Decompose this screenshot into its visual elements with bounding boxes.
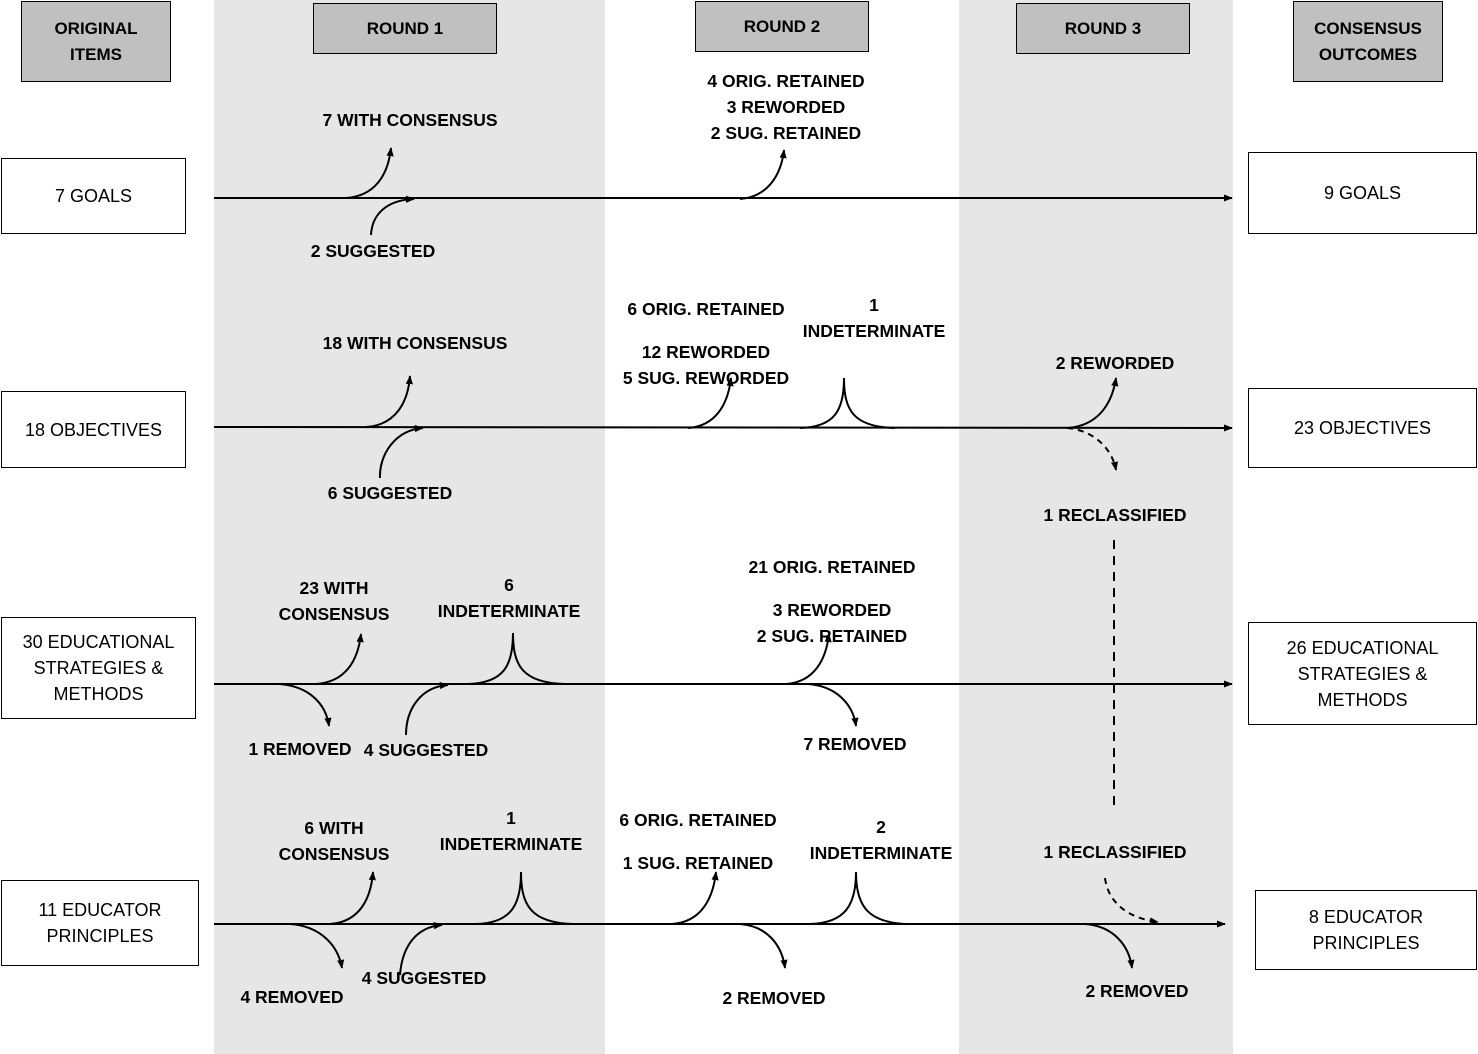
principles-r2-indeterminate-brace [809, 871, 909, 925]
principles-r1-consensus-label: 6 WITH CONSENSUS [278, 818, 390, 864]
outcome-goals: 9 GOALS [1248, 152, 1477, 234]
objectives-flow-line [213, 424, 1233, 432]
header-round-3: ROUND 3 [1016, 3, 1190, 54]
goals-r1-consensus-label: 7 WITH CONSENSUS [322, 110, 498, 130]
principles-r2-orig-label: 6 ORIG. RETAINED [619, 810, 777, 830]
header-original-items: ORIGINAL ITEMS [21, 1, 171, 82]
source-strategies: 30 EDUCATIONAL STRATEGIES & METHODS [1, 617, 196, 719]
goals-r2-retained-arrow [739, 149, 787, 200]
objectives-r2-indeterminate-brace [799, 377, 896, 429]
principles-r1-indeterminate-brace [475, 871, 574, 925]
strategies-r1-indeterminate-brace [467, 632, 566, 685]
goals-r1-suggested-arrow [370, 195, 415, 236]
principles-r2-removed-label: 2 REMOVED [722, 988, 826, 1008]
strategies-r1-consensus-label: 23 WITH CONSENSUS [278, 578, 390, 624]
objectives-r3-reworded-arrow [1066, 377, 1119, 429]
objectives-r1-consensus-arrow [365, 375, 413, 428]
strategies-r1-consensus-arrow [315, 633, 364, 685]
outcome-objectives: 23 OBJECTIVES [1248, 388, 1477, 468]
header-round-1: ROUND 1 [313, 3, 497, 54]
objectives-r3-reclassified-label: 1 RECLASSIFIED [1043, 505, 1187, 525]
strategies-r1-removed-label: 1 REMOVED [248, 739, 352, 759]
strategies-r2-reworded-arrow [785, 633, 832, 685]
principles-r1-suggested-arrow [399, 922, 443, 976]
principles-r1-consensus-arrow [329, 871, 376, 925]
strategies-r1-suggested-label: 4 SUGGESTED [363, 740, 489, 760]
goals-r1-suggested-label: 2 SUGGESTED [310, 241, 436, 261]
objectives-r2-reworded-arrow [687, 377, 734, 429]
strategies-r2-reworded-label: 3 REWORDED 2 SUG. RETAINED [756, 600, 908, 646]
goals-r2-retained-label: 4 ORIG. RETAINED 3 REWORDED 2 SUG. RETAI… [707, 71, 865, 143]
strategies-r1-suggested-arrow [405, 681, 449, 736]
principles-r2-indeterminate-label: 2 INDETERMINATE [809, 817, 953, 863]
objectives-r2-indeterminate-label: 1 INDETERMINATE [802, 295, 946, 341]
principles-r2-removed-arrow [739, 923, 788, 969]
principles-r3-removed-arrow [1084, 923, 1135, 969]
outcome-strategies: 26 EDUCATIONAL STRATEGIES & METHODS [1248, 622, 1477, 725]
principles-r1-indeterminate-label: 1 INDETERMINATE [439, 808, 583, 854]
strategies-r2-orig-label: 21 ORIG. RETAINED [748, 557, 916, 577]
strategies-r2-removed-label: 7 REMOVED [803, 734, 907, 754]
strategies-r2-removed-arrow [807, 683, 859, 727]
principles-r3-removed-label: 2 REMOVED [1085, 981, 1189, 1001]
principles-r1-suggested-label: 4 SUGGESTED [361, 968, 487, 988]
objectives-r3-reclassified-arrow [1066, 427, 1119, 471]
source-objectives: 18 OBJECTIVES [1, 391, 186, 468]
objectives-r1-suggested-label: 6 SUGGESTED [327, 483, 453, 503]
principles-r3-reclassified-label: 1 RECLASSIFIED [1043, 842, 1187, 862]
outcome-principles: 8 EDUCATOR PRINCIPLES [1255, 890, 1477, 970]
objectives-r1-consensus-label: 18 WITH CONSENSUS [322, 333, 508, 353]
principles-r2-sug-label: 1 SUG. RETAINED [622, 853, 774, 873]
round1-band [214, 0, 605, 1054]
principles-r1-removed-arrow [289, 923, 345, 969]
strategies-r1-indeterminate-label: 6 INDETERMINATE [437, 575, 581, 621]
objectives-r3-reworded-label: 2 REWORDED [1055, 353, 1175, 373]
round3-band [959, 0, 1233, 1054]
header-consensus-outcomes: CONSENSUS OUTCOMES [1293, 1, 1443, 82]
goals-r1-consensus-arrow [345, 147, 394, 199]
header-round-2: ROUND 2 [695, 1, 869, 52]
source-principles: 11 EDUCATOR PRINCIPLES [1, 880, 199, 966]
principles-r1-removed-label: 4 REMOVED [240, 987, 344, 1007]
strategies-r1-removed-arrow [278, 683, 332, 727]
objectives-r2-reworded-label: 12 REWORDED 5 SUG. REWORDED [622, 342, 790, 388]
objectives-r2-orig-label: 6 ORIG. RETAINED [627, 299, 785, 319]
source-goals: 7 GOALS [1, 158, 186, 234]
objectives-r1-suggested-arrow [378, 424, 424, 479]
principles-r2-sug-retained-arrow [671, 871, 719, 925]
principles-r3-reclassified-arrow [1104, 877, 1159, 925]
